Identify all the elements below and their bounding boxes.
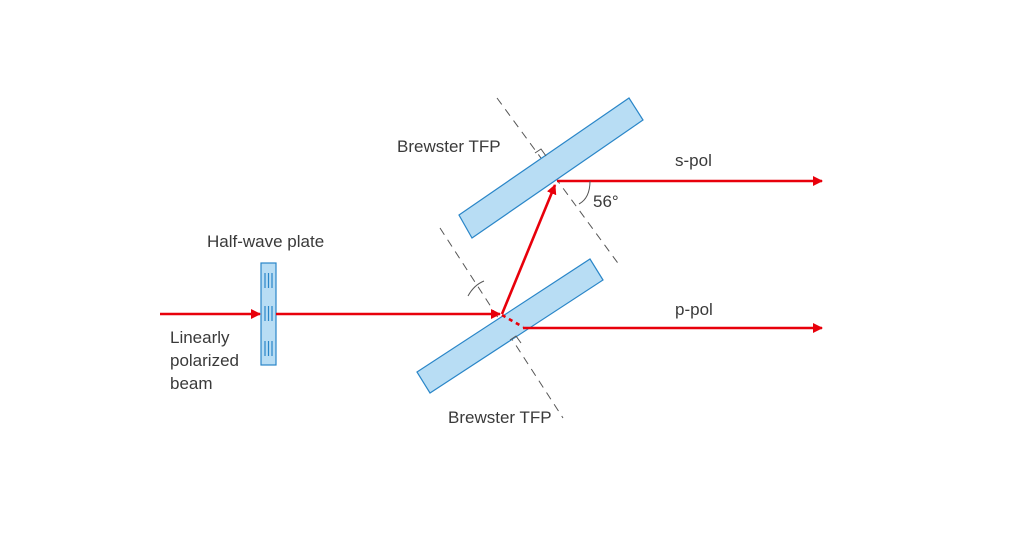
brewster-tfp-bottom [416,258,604,394]
input-beam-label-line-2: polarized [170,351,239,370]
angle-arc-bottom-tfp [467,280,485,297]
right-angle-mark-bottom [509,335,522,344]
brewster-tfp-top [458,97,644,239]
tfp-top-label: Brewster TFP [397,137,501,156]
half-wave-plate [260,262,277,366]
half-wave-plate-label: Half-wave plate [207,232,324,251]
right-angle-mark-top [534,148,547,157]
input-beam-label-line-1: Linearly [170,328,230,347]
reflected-beam-up [500,184,557,315]
input-beam-label-line-3: beam [170,374,213,393]
p-pol-label: p-pol [675,300,713,319]
s-pol-label: s-pol [675,151,712,170]
angle-arc-56-deg [578,180,591,205]
tfp-bottom-label: Brewster TFP [448,408,552,427]
angle-label: 56° [593,192,619,211]
